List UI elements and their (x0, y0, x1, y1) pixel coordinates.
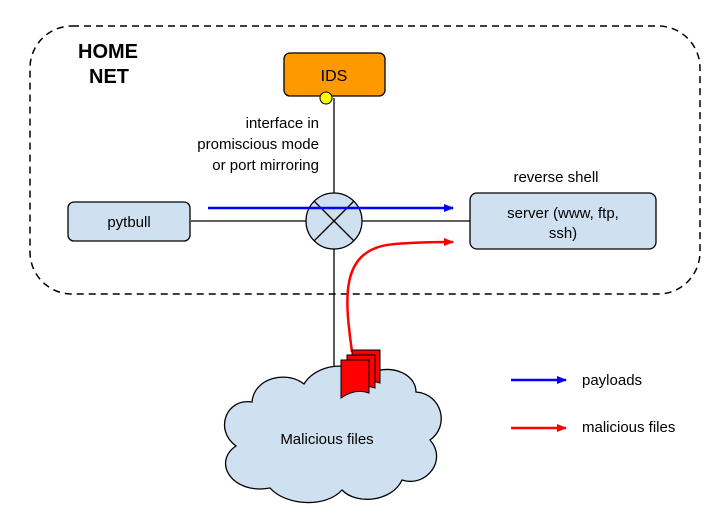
sensor-dot (319, 91, 333, 105)
interface-note-line3: or port mirroring (212, 157, 319, 174)
server-label-line2: ssh) (549, 225, 577, 242)
ids-label: IDS (321, 68, 348, 85)
legend: payloads malicious files (511, 372, 675, 436)
legend-payloads-label: payloads (582, 372, 642, 389)
switch-icon (305, 192, 363, 250)
server-label-line1: server (www, ftp, (507, 205, 619, 222)
pytbull-box (67, 201, 191, 242)
reverse-shell-label: reverse shell (513, 169, 598, 186)
cloud-label: Malicious files (280, 431, 373, 448)
files-stack-icon (340, 349, 381, 399)
home-net-label-line2: NET (89, 66, 129, 88)
home-net-zone (29, 25, 701, 295)
home-net-label-line1: HOME (78, 41, 138, 63)
malicious-files-cloud (223, 365, 442, 504)
malicious-files-arrow (346, 238, 454, 353)
legend-malicious-label: malicious files (582, 419, 675, 436)
interface-note-line1: interface in (246, 115, 319, 132)
ids-box (283, 52, 386, 97)
interface-note-line2: promiscious mode (197, 136, 319, 153)
pytbull-label: pytbull (107, 214, 150, 231)
server-box (469, 192, 657, 250)
